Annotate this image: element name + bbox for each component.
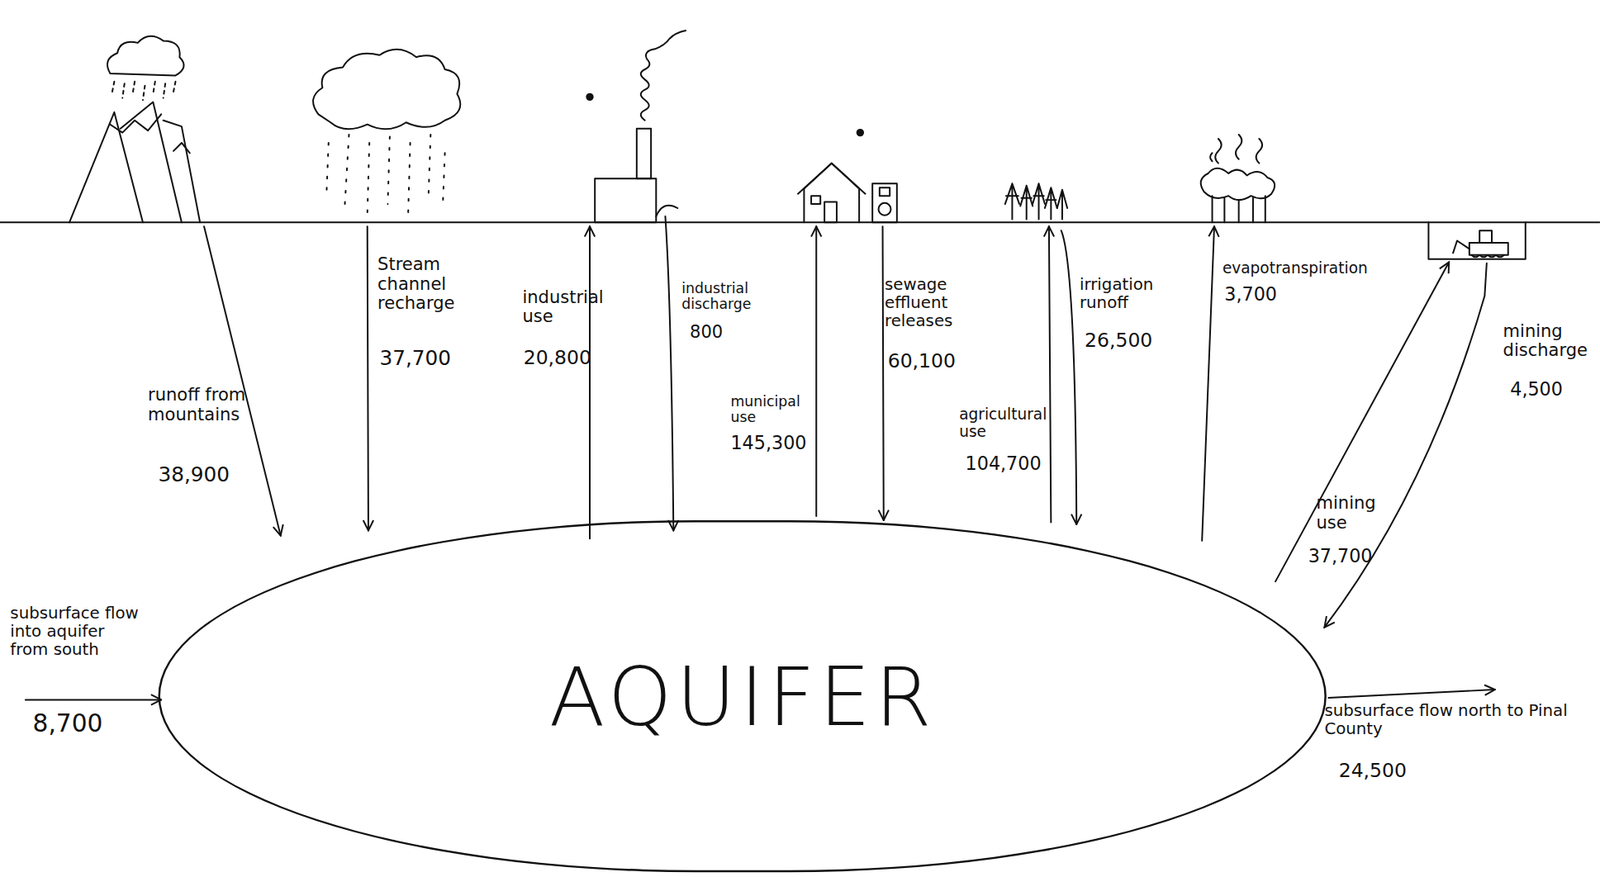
flow-value: 104,700 (965, 454, 1048, 475)
mountains (69, 102, 200, 224)
aquifer-label: AQUIFER (160, 649, 1325, 745)
flow-value: 3,700 (1224, 284, 1296, 306)
flow-label: mining use (1316, 493, 1391, 533)
mine (1428, 222, 1525, 259)
runoff-arrow (204, 226, 281, 536)
inflow-south-arrow (25, 698, 162, 701)
aquifer-blob: AQUIFER (157, 520, 1326, 873)
flow-label: runoff from mountains (147, 385, 261, 425)
flow-label: subsurface flow north to Pinal County (1324, 702, 1575, 739)
agricultural-use-arrow (1049, 226, 1051, 523)
flow-value: 20,800 (523, 346, 595, 369)
outflow-north-arrow (1328, 689, 1495, 698)
flow-value: 26,500 (1084, 329, 1167, 352)
flow-value: 4,500 (1509, 379, 1582, 401)
sewage-arrow (883, 226, 884, 521)
flow-value: 37,700 (1308, 545, 1391, 567)
flow-label: irrigation runoff (1079, 275, 1172, 313)
flow-label: evapotranspiration (1222, 260, 1401, 278)
municipal-use-arrow (815, 226, 817, 517)
factory (586, 30, 864, 223)
mining-use-arrow (1275, 261, 1449, 582)
flow-arrows (25, 216, 1496, 701)
flow-label: subsurface flow into aquifer from south (9, 603, 145, 659)
mining-discharge-arrow (1324, 263, 1487, 628)
flow-value: 60,100 (887, 350, 970, 372)
flow-label: industrial discharge (681, 280, 776, 314)
flow-value: 8,700 (33, 710, 136, 738)
flow-label: mining discharge (1503, 321, 1600, 361)
evapotranspiration-arrow (1201, 226, 1215, 541)
flow-label: Stream channel recharge (377, 255, 475, 314)
flow-value: 800 (689, 322, 751, 342)
irrigation-runoff-arrow (1061, 230, 1078, 525)
industrial-use-arrow (588, 226, 591, 539)
flow-label: sewage effluent releases (884, 275, 975, 331)
ground-line (0, 221, 1600, 224)
flow-label: municipal use (730, 394, 812, 427)
flow-label: industrial use (522, 287, 592, 327)
recharge-arrow (367, 226, 369, 531)
rain-cloud-large (313, 49, 461, 215)
flow-value: 145,300 (730, 432, 817, 454)
flow-value: 38,900 (157, 463, 271, 487)
rain-cloud-small (107, 36, 185, 100)
flow-label: agricultural use (959, 406, 1050, 441)
crop-trees (1005, 183, 1068, 219)
house-and-pump (797, 163, 898, 224)
flow-value: 24,500 (1338, 759, 1431, 782)
industrial-discharge-arrow (664, 216, 674, 531)
flow-value: 37,700 (379, 346, 472, 371)
evaporating-trees (1201, 134, 1275, 223)
